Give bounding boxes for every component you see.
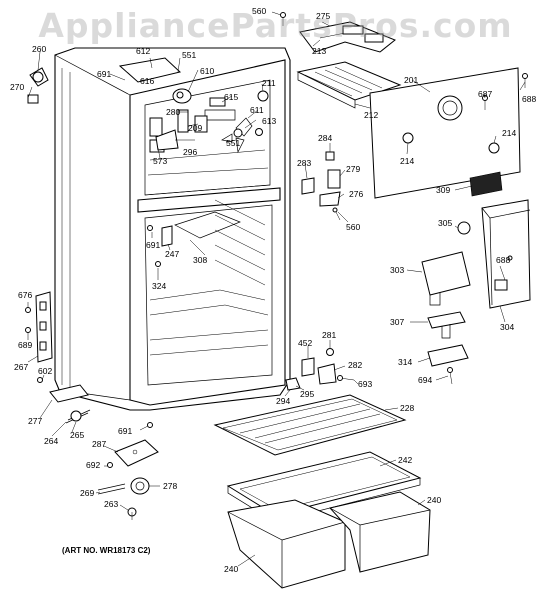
callout-240b: 240 [427, 495, 441, 505]
callout-283: 283 [297, 158, 311, 168]
callout-267: 267 [14, 362, 28, 372]
callout-691c: 691 [118, 426, 132, 436]
callout-560b: 560 [346, 222, 360, 232]
callout-278: 278 [163, 481, 177, 491]
callout-694: 694 [418, 375, 432, 385]
callout-209: 209 [188, 123, 202, 133]
top-panels [280, 12, 528, 199]
art-number: (ART NO. WR18173 C2) [62, 546, 151, 555]
callout-296: 296 [183, 147, 197, 157]
callout-276: 276 [349, 189, 363, 199]
shelves-drawers [213, 394, 431, 589]
callout-270: 270 [10, 82, 24, 92]
callout-287: 287 [92, 439, 106, 449]
callout-279: 279 [346, 164, 360, 174]
leader-lines [27, 11, 526, 567]
callout-305: 305 [438, 218, 452, 228]
callout-304: 304 [500, 322, 514, 332]
bottom-left-parts [37, 377, 159, 520]
callout-277: 277 [28, 416, 42, 426]
callout-228: 228 [400, 403, 414, 413]
callout-551b: 551 [226, 138, 240, 148]
callout-613: 613 [262, 116, 276, 126]
callout-676: 676 [18, 290, 32, 300]
callout-560: 560 [252, 6, 266, 16]
callout-693: 693 [358, 379, 372, 389]
callout-264: 264 [44, 436, 58, 446]
callout-551: 551 [182, 50, 196, 60]
callout-242: 242 [398, 455, 412, 465]
callout-284: 284 [318, 133, 332, 143]
callout-211: 211 [262, 78, 276, 88]
callout-691b: 691 [146, 240, 160, 250]
callout-281: 281 [322, 330, 336, 340]
callout-275: 275 [316, 11, 330, 21]
callout-452: 452 [298, 338, 312, 348]
callout-263: 263 [104, 499, 118, 509]
callout-314: 314 [398, 357, 412, 367]
callout-610: 610 [200, 66, 214, 76]
callout-265: 265 [70, 430, 84, 440]
callout-307: 307 [390, 317, 404, 327]
callout-280: 280 [166, 107, 180, 117]
callout-689: 689 [18, 340, 32, 350]
callout-692: 692 [86, 460, 100, 470]
callout-602: 602 [38, 366, 52, 376]
callout-260: 260 [32, 44, 46, 54]
callout-303: 303 [390, 265, 404, 275]
callout-688: 688 [522, 94, 536, 104]
callout-691: 691 [97, 69, 111, 79]
callout-214a: 214 [400, 156, 414, 166]
callout-294: 294 [276, 396, 290, 406]
callout-616: 616 [140, 76, 154, 86]
callout-240a: 240 [224, 564, 238, 574]
callout-612: 612 [136, 46, 150, 56]
callout-269: 269 [80, 488, 94, 498]
callout-308: 308 [193, 255, 207, 265]
callout-295: 295 [300, 389, 314, 399]
callout-214b: 214 [502, 128, 516, 138]
callout-282: 282 [348, 360, 362, 370]
evaporator-fan-assembly [27, 57, 269, 154]
callout-309: 309 [436, 185, 450, 195]
callout-615: 615 [224, 92, 238, 102]
callout-212: 212 [364, 110, 378, 120]
callout-688b: 688 [496, 255, 510, 265]
callout-213: 213 [312, 46, 326, 56]
callout-573: 573 [153, 156, 167, 166]
callout-611: 611 [250, 105, 264, 115]
middle-parts [25, 151, 531, 391]
callout-201: 201 [404, 75, 418, 85]
callout-324: 324 [152, 281, 166, 291]
callout-labels: 560 275 213 260 612 551 610 691 270 616 … [10, 6, 536, 574]
callout-247: 247 [165, 249, 179, 259]
callout-687: 687 [478, 89, 492, 99]
